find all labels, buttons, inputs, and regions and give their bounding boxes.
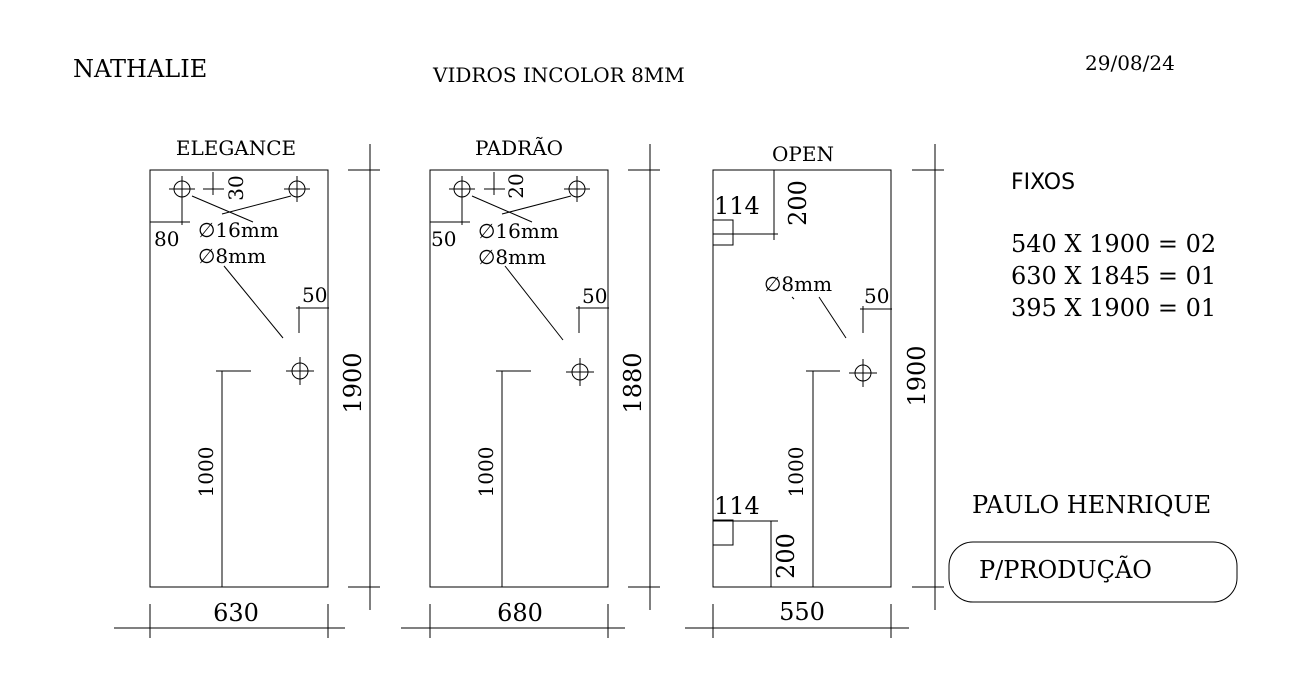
panel-open: OPEN 114 200 ∅8mm 50 1000 114 200 190 — [685, 142, 944, 638]
dim-height: 1900 — [903, 345, 931, 406]
client-name: NATHALIE — [73, 55, 207, 83]
dim-notch-height-top: 200 — [784, 180, 812, 226]
page-title: VIDROS INCOLOR 8MM — [432, 63, 685, 87]
panel-elegance: ELEGANCE 30 80 ∅16mm ∅8mm 50 — [114, 136, 380, 638]
dim-right-offset: 50 — [582, 284, 607, 308]
notch-top — [712, 219, 734, 246]
dim-handle-height: 1000 — [784, 447, 808, 498]
date-label: 29/08/24 — [1085, 51, 1175, 75]
hole-16mm-label: ∅16mm — [478, 219, 559, 243]
hole-8mm-label: ∅8mm — [764, 272, 832, 296]
dim-handle-height: 1000 — [474, 447, 498, 498]
dim-notch-height-bottom: 200 — [772, 533, 800, 579]
dim-top-offset: 20 — [504, 173, 528, 198]
panel-padrao: PADRÃO 20 50 ∅16mm ∅8mm 50 — [401, 136, 660, 638]
dim-side-offset: 50 — [431, 227, 456, 251]
dim-width: 630 — [213, 599, 259, 627]
dim-height: 1880 — [619, 352, 647, 413]
author-name: PAULO HENRIQUE — [972, 491, 1211, 519]
fixos-list: FIXOS 540 X 1900 = 02 630 X 1845 = 01 39… — [1011, 170, 1216, 322]
dim-height: 1900 — [339, 352, 367, 413]
dim-right-offset: 50 — [864, 284, 889, 308]
glass-outline — [429, 169, 609, 588]
hole-symbol — [169, 176, 195, 225]
dim-notch-width-top: 114 — [714, 192, 760, 220]
fixos-item: 540 X 1900 = 02 — [1011, 230, 1216, 258]
dim-side-offset: 80 — [154, 227, 179, 251]
glass-outline — [712, 169, 892, 588]
dim-right-offset: 50 — [302, 283, 327, 307]
dim-notch-width-bottom: 114 — [714, 492, 760, 520]
hole-symbol — [449, 176, 475, 225]
dim-top-offset: 30 — [224, 175, 248, 200]
glass-outline — [149, 169, 329, 588]
hole-8mm-label: ∅8mm — [478, 245, 546, 269]
panel-title: ELEGANCE — [176, 136, 296, 160]
notch-bottom — [712, 519, 734, 546]
dim-width: 550 — [779, 598, 825, 626]
hole-symbol — [284, 176, 310, 202]
hole-symbol — [286, 357, 314, 385]
panel-title: PADRÃO — [475, 136, 563, 160]
dim-width: 680 — [497, 599, 543, 627]
production-stamp-label: P/PRODUÇÃO — [979, 555, 1152, 584]
hole-symbol — [564, 176, 590, 202]
production-stamp — [948, 541, 1238, 603]
fixos-title: FIXOS — [1011, 170, 1075, 195]
hole-symbol — [566, 358, 594, 386]
hole-8mm-label: ∅8mm — [198, 244, 266, 268]
dim-handle-height: 1000 — [194, 447, 218, 498]
hole-symbol — [849, 359, 877, 387]
fixos-item: 630 X 1845 = 01 — [1011, 262, 1216, 290]
panel-title: OPEN — [772, 142, 834, 166]
fixos-item: 395 X 1900 = 01 — [1011, 294, 1216, 322]
hole-16mm-label: ∅16mm — [198, 218, 279, 242]
